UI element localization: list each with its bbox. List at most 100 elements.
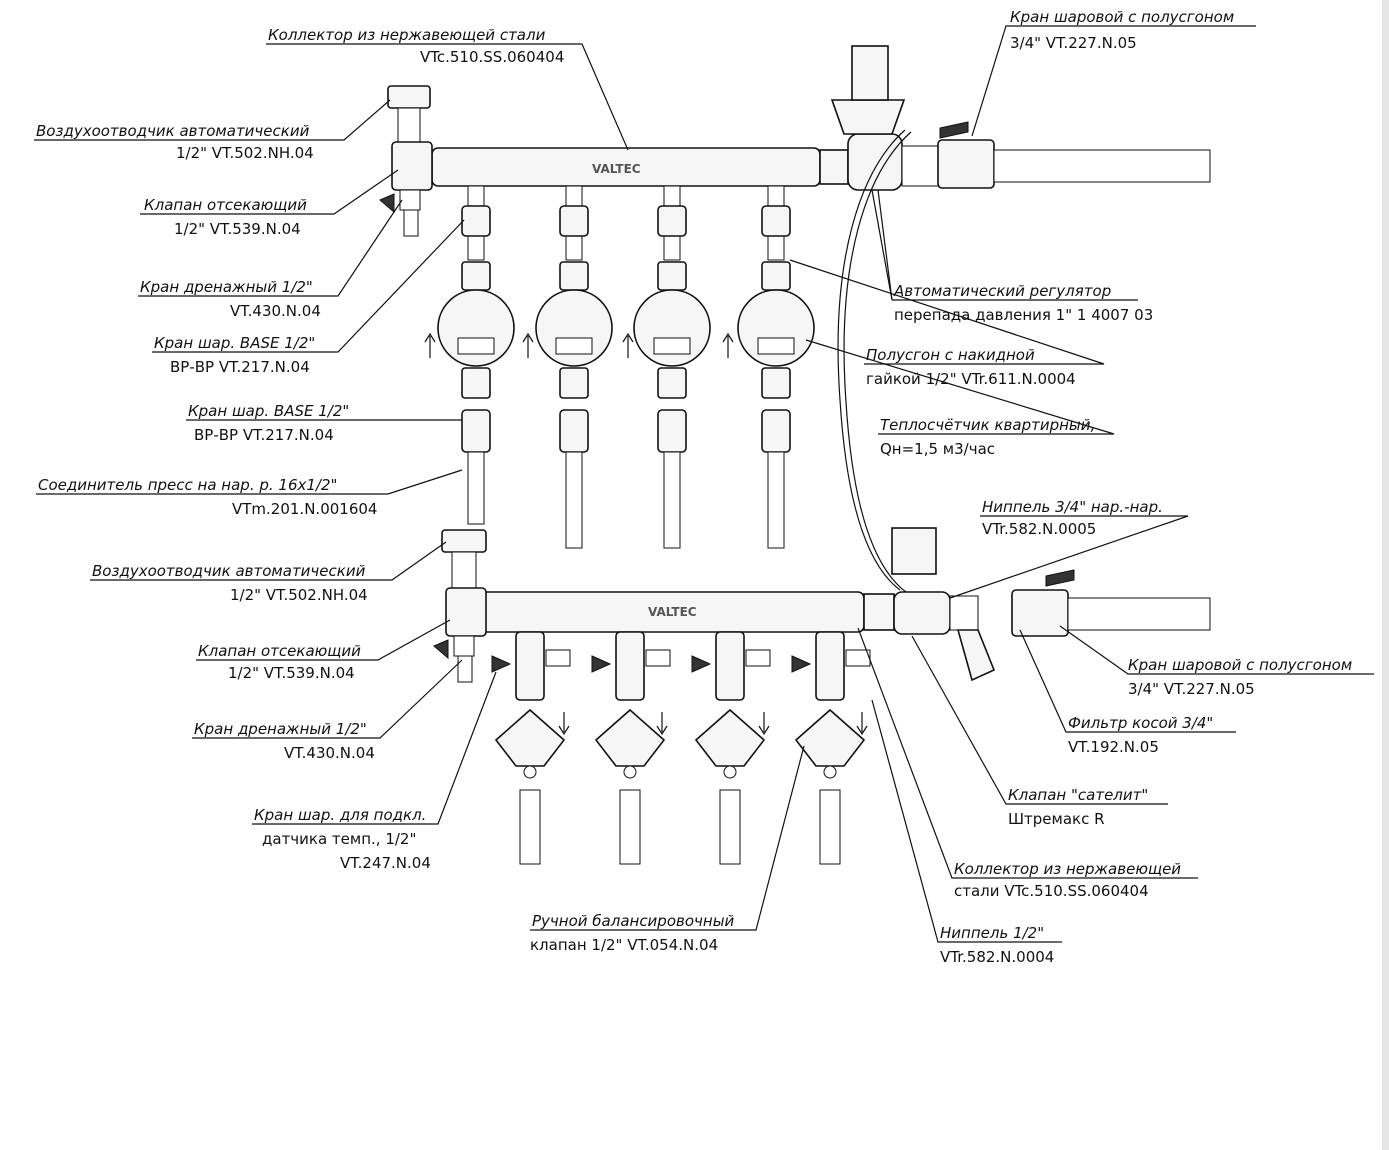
top-drain-handle bbox=[379, 193, 395, 214]
label-top-ball-valve-2: 3/4" VT.227.N.05 bbox=[1010, 34, 1137, 52]
bottom-logo: VALTEC bbox=[648, 605, 697, 619]
label-sensor-ball-valve-2: датчика темп., 1/2" bbox=[262, 830, 416, 848]
label-sensor-ball-valve-1: Кран шар. для подкл. bbox=[254, 806, 426, 824]
bottom-air-vent-neck bbox=[451, 551, 477, 589]
label-balancing-valve-2: клапан 1/2" VT.054.N.04 bbox=[530, 936, 718, 954]
label-heat-meter-1: Теплосчётчик квартирный, bbox=[880, 416, 1095, 434]
label-nipple-3-4-1: Ниппель 3/4" нар.-нар. bbox=[982, 498, 1163, 516]
label-half-union-2: гайкой 1/2" VTr.611.N.0004 bbox=[866, 370, 1076, 388]
top-air-vent-neck bbox=[397, 107, 421, 143]
leader-lines bbox=[34, 25, 1374, 943]
bottom-drain-handle bbox=[433, 639, 449, 660]
label-satellite-valve-2: Штремакс R bbox=[1008, 810, 1105, 828]
top-tee bbox=[391, 141, 433, 191]
flow-arrow-up-icon bbox=[622, 332, 634, 358]
top-logo: VALTEC bbox=[592, 162, 641, 176]
label-bottom-collector-2: стали VTc.510.SS.060404 bbox=[954, 882, 1149, 900]
label-nipple-3-4-2: VTr.582.N.0005 bbox=[982, 520, 1096, 538]
bottom-right-fitting bbox=[863, 593, 895, 631]
label-top-drain-valve-1: Кран дренажный 1/2" bbox=[140, 278, 313, 296]
label-bottom-collector-1: Коллектор из нержавеющей bbox=[954, 860, 1181, 878]
labels: Коллектор из нержавеющей стали VTc.510.S… bbox=[36, 8, 1352, 966]
label-oblique-filter-2: VT.192.N.05 bbox=[1068, 738, 1159, 756]
satellite-valve-head bbox=[891, 527, 937, 575]
label-press-connector-2: VTm.201.N.001604 bbox=[232, 500, 377, 518]
satellite-valve-body bbox=[893, 591, 951, 635]
bottom-branches bbox=[491, 631, 871, 865]
branch-top-valve bbox=[461, 205, 491, 237]
bottom-return-pipe bbox=[1067, 597, 1211, 631]
label-bottom-air-vent-2: 1/2" VT.502.NH.04 bbox=[230, 586, 368, 604]
flow-arrow-up-icon bbox=[522, 332, 534, 358]
bottom-drain-body bbox=[457, 655, 473, 683]
label-press-connector-1: Соединитель пресс на нар. р. 16х1/2" bbox=[38, 476, 337, 494]
bottom-manifold: VALTEC bbox=[433, 527, 1211, 683]
flow-arrow-up-icon bbox=[722, 332, 734, 358]
viewer-edge bbox=[1382, 0, 1389, 1150]
label-balancing-valve-1: Ручной балансировочный bbox=[532, 912, 735, 930]
oblique-filter-body bbox=[956, 629, 996, 682]
label-top-ball-valve-1: Кран шаровой с полусгоном bbox=[1010, 8, 1234, 26]
label-nipple-1-2-2: VTr.582.N.0004 bbox=[940, 948, 1054, 966]
bottom-tee bbox=[445, 587, 487, 637]
label-pressure-regulator-2: перепада давления 1" 1 4007 03 bbox=[894, 306, 1153, 324]
label-bottom-ball-valve-2: 3/4" VT.227.N.05 bbox=[1128, 680, 1255, 698]
label-sensor-ball-valve-3: VT.247.N.04 bbox=[340, 854, 431, 872]
flow-arrow-up-icon bbox=[424, 332, 436, 358]
top-air-vent-body bbox=[387, 85, 431, 109]
branch-union bbox=[461, 261, 491, 291]
label-ball-valve-base-2b: ВР-ВР VT.217.N.04 bbox=[194, 426, 334, 444]
label-top-drain-valve-2: VT.430.N.04 bbox=[230, 302, 321, 320]
top-manifold: VALTEC bbox=[379, 45, 1211, 593]
heat-meter-dial bbox=[437, 289, 515, 367]
label-oblique-filter-1: Фильтр косой 3/4" bbox=[1068, 714, 1213, 732]
flow-arrow-down-icon bbox=[758, 712, 770, 736]
capillary-tube bbox=[837, 129, 906, 591]
top-ball-valve-handle bbox=[939, 121, 969, 139]
pressure-regulator-head bbox=[830, 99, 906, 135]
bottom-air-vent-body bbox=[441, 529, 487, 553]
label-top-air-vent-2: 1/2" VT.502.NH.04 bbox=[176, 144, 314, 162]
label-satellite-valve-1: Клапан "сателит" bbox=[1008, 786, 1148, 804]
top-drain-body bbox=[403, 209, 419, 237]
label-top-cutoff-valve-2: 1/2" VT.539.N.04 bbox=[174, 220, 301, 238]
branch-outlet-pipe bbox=[467, 451, 485, 525]
top-union bbox=[901, 145, 939, 187]
label-bottom-cutoff-valve-2: 1/2" VT.539.N.04 bbox=[228, 664, 355, 682]
label-nipple-1-2-1: Ниппель 1/2" bbox=[940, 924, 1044, 942]
label-bottom-drain-valve-2: VT.430.N.04 bbox=[284, 744, 375, 762]
heat-meter-display bbox=[457, 337, 495, 355]
label-top-collector-2: VTc.510.SS.060404 bbox=[420, 48, 564, 66]
top-right-fitting bbox=[819, 149, 849, 185]
label-bottom-air-vent-1: Воздухоотводчик автоматический bbox=[92, 562, 366, 580]
label-pressure-regulator-1: Автоматический регулятор bbox=[893, 282, 1111, 300]
top-ball-valve-body bbox=[937, 139, 995, 189]
label-ball-valve-base-1b: ВР-ВР VT.217.N.04 bbox=[170, 358, 310, 376]
label-bottom-drain-valve-1: Кран дренажный 1/2" bbox=[194, 720, 367, 738]
bottom-ball-valve-handle bbox=[1045, 569, 1075, 587]
label-top-collector-1: Коллектор из нержавеющей стали bbox=[268, 26, 546, 44]
flow-arrow-down-icon bbox=[558, 712, 570, 736]
bottom-cutoff-valve-body bbox=[453, 635, 475, 657]
top-supply-pipe bbox=[993, 149, 1211, 183]
pressure-regulator-top bbox=[851, 45, 889, 101]
label-bottom-cutoff-valve-1: Клапан отсекающий bbox=[198, 642, 361, 660]
flow-arrow-down-icon bbox=[856, 712, 868, 736]
label-heat-meter-2: Qн=1,5 м3/час bbox=[880, 440, 995, 458]
capillary-tube-inner bbox=[843, 131, 912, 593]
label-bottom-ball-valve-1: Кран шаровой с полусгоном bbox=[1128, 656, 1352, 674]
label-half-union-1: Полусгон с накидной bbox=[866, 346, 1035, 364]
branch-union-lower bbox=[461, 367, 491, 399]
nipple-body bbox=[949, 595, 979, 631]
top-branches bbox=[424, 185, 815, 549]
bottom-ball-valve-body bbox=[1011, 589, 1069, 637]
label-ball-valve-base-2a: Кран шар. BASE 1/2" bbox=[188, 402, 349, 420]
label-ball-valve-base-1a: Кран шар. BASE 1/2" bbox=[154, 334, 315, 352]
label-top-cutoff-valve-1: Клапан отсекающий bbox=[144, 196, 307, 214]
label-top-air-vent-1: Воздухоотводчик автоматический bbox=[36, 122, 310, 140]
flow-arrow-down-icon bbox=[656, 712, 668, 736]
branch-bottom-valve bbox=[461, 409, 491, 453]
top-cutoff-valve-body bbox=[399, 189, 421, 211]
